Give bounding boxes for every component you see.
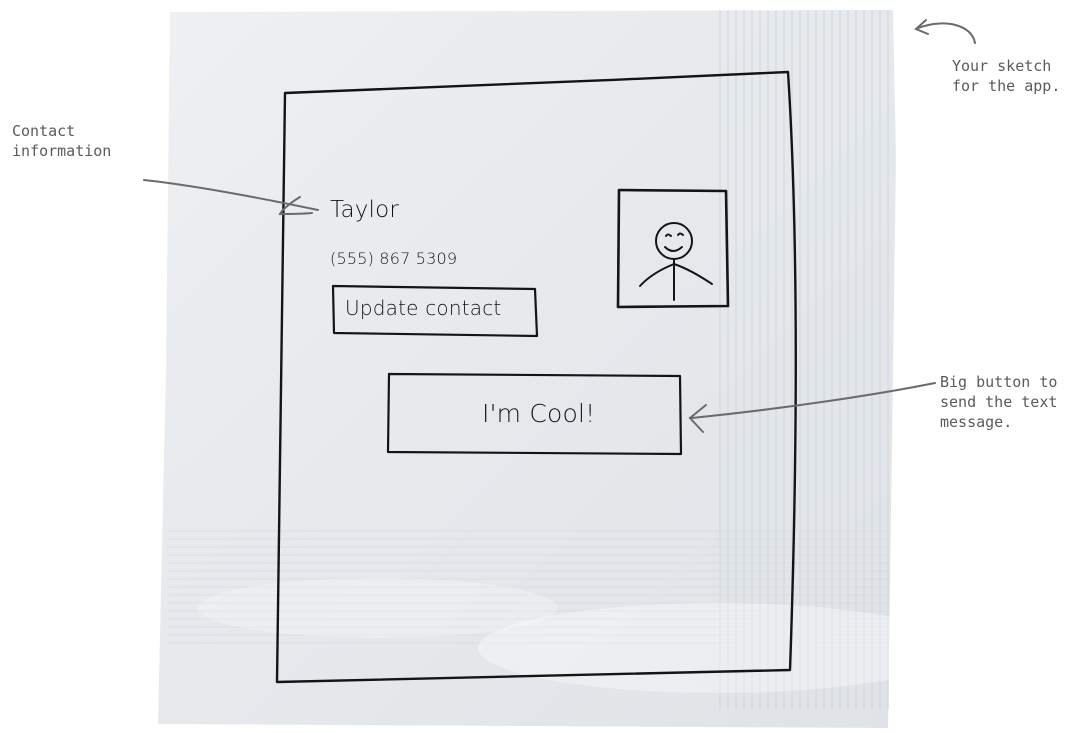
napkin-background — [158, 8, 898, 728]
contact-annotation: Contact information — [12, 121, 111, 161]
contact-name-text: Taylor — [330, 197, 399, 223]
button-annotation-line-1: Big button to — [940, 372, 1057, 392]
sketch-annotation-line-1: Your sketch — [952, 56, 1060, 76]
sketch-annotation-line-2: for the app. — [952, 76, 1060, 96]
send-button-label[interactable]: I'm Cool! — [482, 399, 595, 428]
sketch-note-arrow — [918, 23, 975, 43]
contact-annotation-line-1: Contact — [12, 121, 111, 141]
button-annotation: Big button to send the text message. — [940, 372, 1057, 432]
napkin-texture — [158, 8, 898, 728]
update-contact-button-label[interactable]: Update contact — [345, 296, 501, 320]
contact-annotation-line-2: information — [12, 141, 111, 161]
sketch-note-arrowhead — [916, 20, 928, 34]
sketch-annotation: Your sketch for the app. — [952, 56, 1060, 96]
button-annotation-line-2: send the text — [940, 392, 1057, 412]
contact-phone-text: (555) 867 5309 — [330, 249, 457, 268]
button-annotation-line-3: message. — [940, 412, 1057, 432]
